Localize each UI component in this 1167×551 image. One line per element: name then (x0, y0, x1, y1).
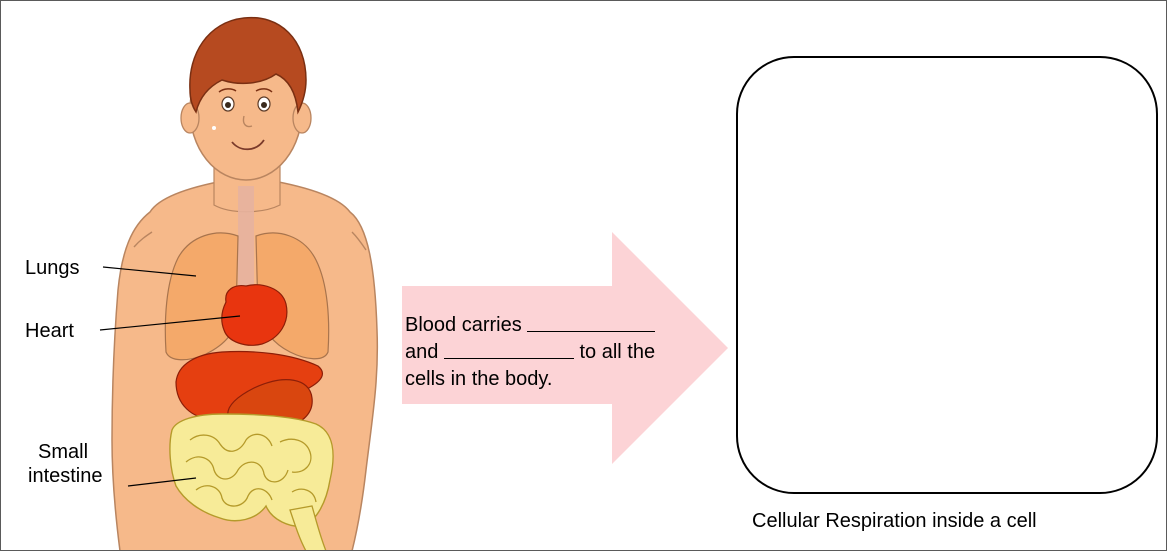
blank-2[interactable] (444, 340, 574, 359)
arrow-line2-suffix: to all the (574, 341, 655, 363)
arrow-line1-text: Blood carries (405, 314, 527, 336)
small-intestine-label-line2: intestine (28, 464, 118, 488)
cell-caption: Cellular Respiration inside a cell (752, 510, 1037, 533)
arrow-text: Blood carries and to all the cells in th… (405, 312, 725, 393)
cell-drawing-box[interactable] (736, 56, 1158, 494)
lungs-label: Lungs (25, 256, 80, 280)
arrow-text-line3: cells in the body. (405, 366, 725, 393)
arrow-line2-prefix: and (405, 341, 444, 363)
arrow-text-line1: Blood carries (405, 312, 725, 339)
small-intestine-label: Small intestine (38, 440, 118, 488)
heart-label: Heart (25, 319, 74, 343)
arrow-text-line2: and to all the (405, 339, 725, 366)
blank-1[interactable] (527, 313, 655, 332)
trachea (238, 186, 254, 291)
small-intestine-label-line1: Small (38, 440, 118, 464)
